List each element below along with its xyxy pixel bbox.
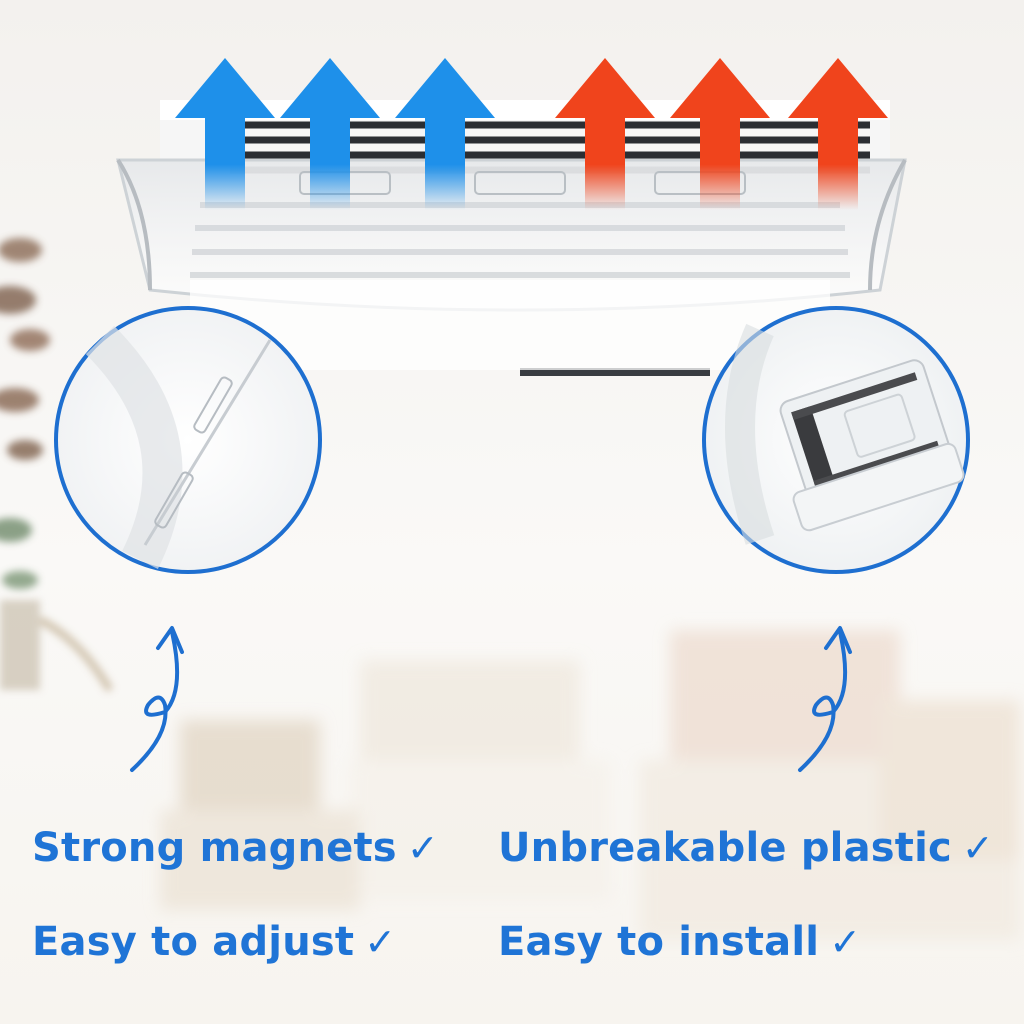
up-arrow-icon bbox=[555, 58, 655, 210]
feature-easy-to-install: Easy to install✓ bbox=[498, 918, 861, 966]
up-arrow-icon bbox=[670, 58, 770, 210]
zoom-circle-hinge bbox=[54, 306, 322, 574]
swirl-arrow-head bbox=[156, 626, 184, 654]
feature-unbreakable-plastic: Unbreakable plastic✓ bbox=[498, 824, 994, 872]
feature-easy-to-adjust: Easy to adjust✓ bbox=[32, 918, 396, 966]
swirl-arrow-head bbox=[824, 626, 852, 654]
feature-label: Strong magnets bbox=[32, 825, 397, 871]
up-arrow-icon bbox=[788, 58, 888, 210]
plant-decoration bbox=[0, 238, 114, 693]
swirl-arrow-icon bbox=[130, 630, 180, 772]
cool-air-arrows bbox=[175, 58, 495, 210]
check-icon: ✓ bbox=[406, 826, 439, 870]
feature-label: Easy to adjust bbox=[32, 919, 355, 965]
up-arrow-icon bbox=[280, 58, 380, 210]
check-icon: ✓ bbox=[364, 920, 397, 964]
warm-air-arrows bbox=[555, 58, 888, 210]
feature-label: Unbreakable plastic bbox=[498, 825, 952, 871]
up-arrow-icon bbox=[395, 58, 495, 210]
feature-strong-magnets: Strong magnets✓ bbox=[32, 824, 439, 872]
up-arrow-icon bbox=[175, 58, 275, 210]
zoom-circle-magnet bbox=[702, 306, 970, 574]
check-icon: ✓ bbox=[829, 920, 862, 964]
check-icon: ✓ bbox=[961, 826, 994, 870]
swirl-arrow-icon bbox=[798, 630, 848, 772]
feature-label: Easy to install bbox=[498, 919, 820, 965]
background-blocks bbox=[160, 630, 1020, 940]
